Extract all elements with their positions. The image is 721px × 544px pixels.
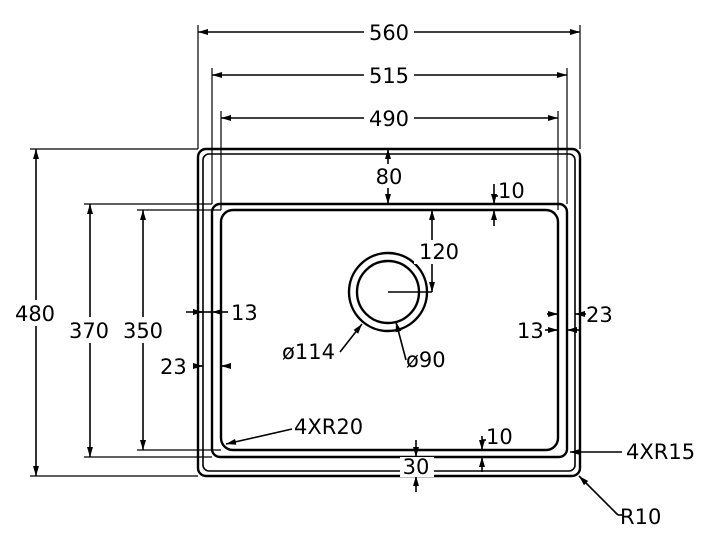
dim-23-left-label: 23 <box>160 355 187 379</box>
dim-480-label: 480 <box>15 302 55 326</box>
drain-outer-diameter-label: ø114 <box>282 340 335 364</box>
flange-radius-label: 4XR15 <box>626 440 695 464</box>
bowl-radius-label: 4XR20 <box>294 415 363 439</box>
dim-350-label: 350 <box>123 319 163 343</box>
dim-560-label: 560 <box>369 21 409 45</box>
dim-120-label: 120 <box>419 240 459 264</box>
drain-inner-diameter-label: ø90 <box>406 348 446 372</box>
dim-10-bottom-label: 10 <box>486 425 513 449</box>
dim-30-label: 30 <box>403 455 430 479</box>
dim-490-label: 490 <box>369 107 409 131</box>
dim-515-label: 515 <box>369 64 409 88</box>
dim-10-top-label: 10 <box>498 179 525 203</box>
dim-370-label: 370 <box>69 319 109 343</box>
dim-80-label: 80 <box>376 165 403 189</box>
dim-13-right-label: 13 <box>517 319 544 343</box>
dim-23-right-label: 23 <box>586 303 613 327</box>
dim-13-left-label: 13 <box>231 301 258 325</box>
outer-radius-label: R10 <box>620 505 661 529</box>
